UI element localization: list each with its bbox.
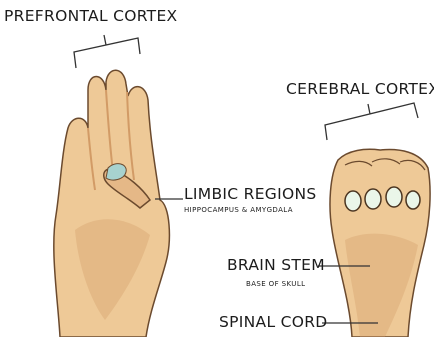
- cerebral-bracket: [325, 103, 418, 140]
- spinal-cord-label: SPINAL CORD: [219, 313, 328, 331]
- limbic-regions-sublabel: HIPPOCAMPUS & AMYGDALA: [184, 206, 293, 214]
- brain-stem-label: BRAIN STEM: [227, 256, 325, 274]
- fingernail-2: [365, 189, 381, 209]
- fingernail-1: [345, 191, 361, 211]
- fist-hand: [330, 149, 430, 337]
- open-hand: [54, 70, 170, 337]
- fingernail-4: [406, 191, 420, 209]
- cerebral-cortex-label: CEREBRAL CORTEX: [286, 80, 434, 98]
- prefrontal-cortex-label: PREFRONTAL CORTEX: [4, 7, 177, 25]
- limbic-regions-label: LIMBIC REGIONS: [184, 185, 317, 203]
- brain-stem-sublabel: BASE OF SKULL: [246, 280, 305, 288]
- prefrontal-bracket: [74, 35, 140, 68]
- fingernail-3: [386, 187, 402, 207]
